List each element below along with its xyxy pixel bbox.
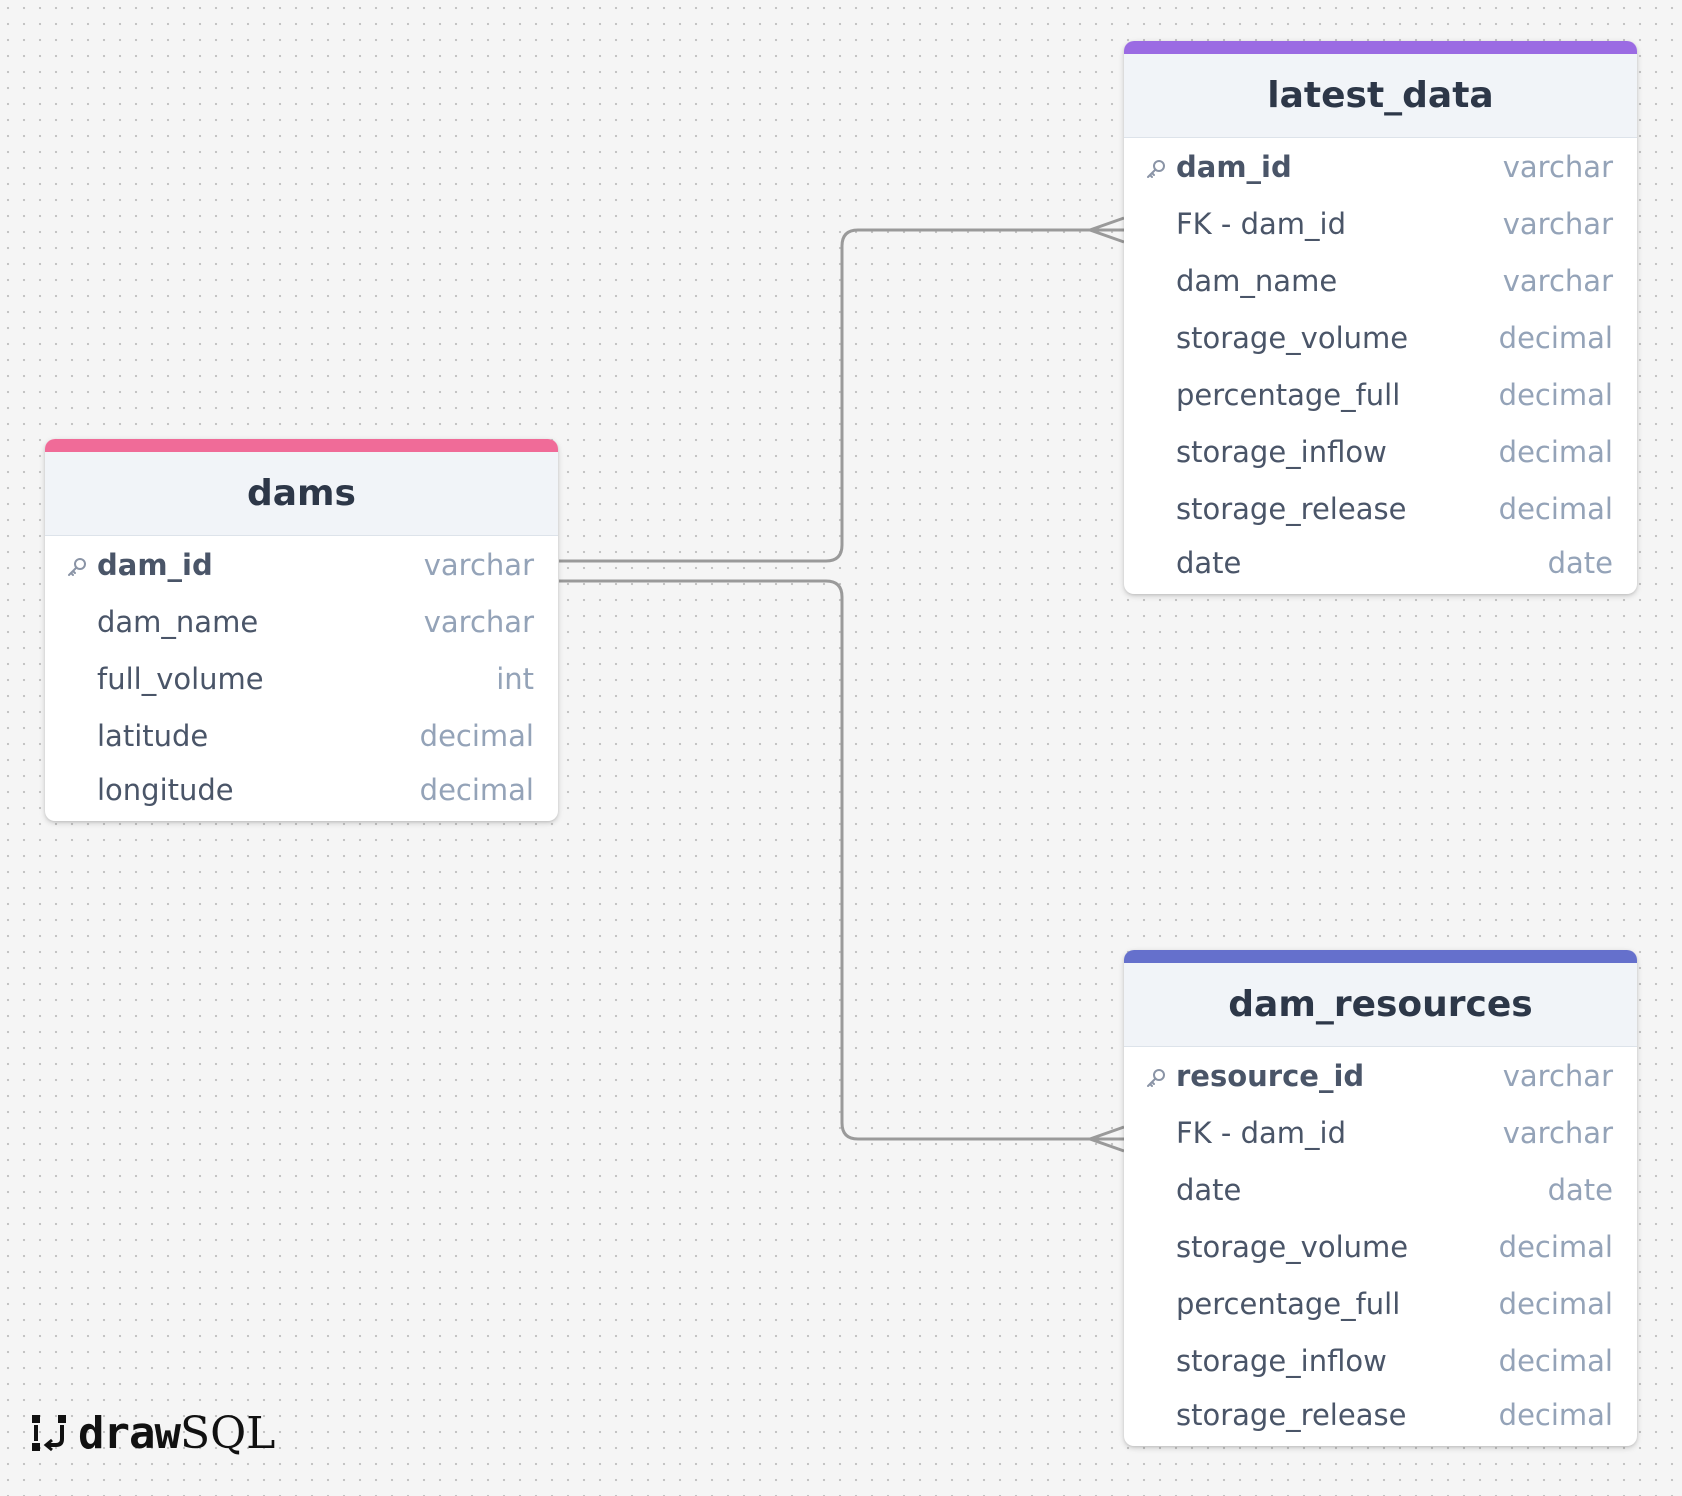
column-type: varchar xyxy=(1502,1115,1613,1150)
column-type: varchar xyxy=(423,604,534,639)
column-row[interactable]: resource_id varchar xyxy=(1124,1047,1637,1104)
column-row[interactable]: date date xyxy=(1124,537,1637,594)
column-row[interactable]: latitude decimal xyxy=(45,707,558,764)
column-name: storage_inflow xyxy=(1176,434,1387,469)
column-name: full_volume xyxy=(97,661,264,696)
column-type: int xyxy=(496,661,534,696)
column-row[interactable]: dam_id varchar xyxy=(45,536,558,593)
primary-key-icon xyxy=(1145,158,1167,180)
column-row[interactable]: longitude decimal xyxy=(45,764,558,821)
column-type: decimal xyxy=(1498,1397,1613,1432)
column-row[interactable]: FK - dam_id varchar xyxy=(1124,195,1637,252)
drawsql-logo-draw: draw xyxy=(78,1408,181,1459)
primary-key-icon xyxy=(66,556,88,578)
column-name: date xyxy=(1176,1172,1242,1207)
column-type: decimal xyxy=(1498,1286,1613,1321)
table-header[interactable]: dam_resources xyxy=(1124,963,1637,1047)
primary-key-icon xyxy=(1145,1067,1167,1089)
column-type: decimal xyxy=(419,772,534,807)
column-name: latitude xyxy=(97,718,209,753)
column-type: date xyxy=(1547,545,1613,580)
crows-foot-latest-data xyxy=(1085,216,1125,244)
table-header[interactable]: latest_data xyxy=(1124,54,1637,138)
column-row[interactable]: date date xyxy=(1124,1161,1637,1218)
drawsql-logo-icon xyxy=(32,1414,66,1451)
column-type: decimal xyxy=(1498,434,1613,469)
column-type: varchar xyxy=(1502,149,1613,184)
column-row[interactable]: storage_volume decimal xyxy=(1124,309,1637,366)
column-type: decimal xyxy=(1498,377,1613,412)
column-type: decimal xyxy=(1498,1229,1613,1264)
column-name: FK - dam_id xyxy=(1176,1115,1346,1150)
column-name: resource_id xyxy=(1176,1058,1365,1093)
column-name: percentage_full xyxy=(1176,377,1401,412)
crows-foot-dam-resources xyxy=(1085,1125,1125,1153)
table-accent-bar xyxy=(1124,950,1637,963)
column-name: storage_volume xyxy=(1176,320,1409,355)
column-row[interactable]: dam_name varchar xyxy=(1124,252,1637,309)
column-name: percentage_full xyxy=(1176,1286,1401,1321)
column-row[interactable]: percentage_full decimal xyxy=(1124,1275,1637,1332)
column-type: varchar xyxy=(423,547,534,582)
table-title: dams xyxy=(246,473,356,514)
relationship-dams-dam-resources[interactable] xyxy=(559,579,1124,1141)
column-name: longitude xyxy=(97,772,234,807)
column-name: FK - dam_id xyxy=(1176,206,1346,241)
column-type: decimal xyxy=(1498,320,1613,355)
column-name: storage_release xyxy=(1176,491,1407,526)
column-name: dam_name xyxy=(1176,263,1338,298)
table-title: dam_resources xyxy=(1228,984,1533,1025)
drawsql-logo-sql: SQL xyxy=(179,1408,276,1459)
column-name: storage_release xyxy=(1176,1397,1407,1432)
column-name: storage_inflow xyxy=(1176,1343,1387,1378)
column-name: storage_volume xyxy=(1176,1229,1409,1264)
table-header[interactable]: dams xyxy=(45,452,558,536)
column-type: decimal xyxy=(1498,1343,1613,1378)
column-row[interactable]: storage_release decimal xyxy=(1124,480,1637,537)
column-row[interactable]: storage_inflow decimal xyxy=(1124,423,1637,480)
column-row[interactable]: full_volume int xyxy=(45,650,558,707)
column-name: dam_id xyxy=(1176,149,1292,184)
column-type: varchar xyxy=(1502,263,1613,298)
column-name: dam_name xyxy=(97,604,259,639)
column-row[interactable]: FK - dam_id varchar xyxy=(1124,1104,1637,1161)
table-title: latest_data xyxy=(1267,75,1494,116)
column-row[interactable]: storage_volume decimal xyxy=(1124,1218,1637,1275)
column-name: dam_id xyxy=(97,547,213,582)
column-type: decimal xyxy=(419,718,534,753)
column-row[interactable]: dam_name varchar xyxy=(45,593,558,650)
column-name: date xyxy=(1176,545,1242,580)
column-type: date xyxy=(1547,1172,1613,1207)
column-row[interactable]: dam_id varchar xyxy=(1124,138,1637,195)
table-accent-bar xyxy=(45,439,558,452)
column-row[interactable]: storage_inflow decimal xyxy=(1124,1332,1637,1389)
column-type: varchar xyxy=(1502,206,1613,241)
table-accent-bar xyxy=(1124,41,1637,54)
column-type: decimal xyxy=(1498,491,1613,526)
column-row[interactable]: storage_release decimal xyxy=(1124,1389,1637,1446)
column-row[interactable]: percentage_full decimal xyxy=(1124,366,1637,423)
relationship-dams-latest-data[interactable] xyxy=(559,228,1124,563)
column-type: varchar xyxy=(1502,1058,1613,1093)
